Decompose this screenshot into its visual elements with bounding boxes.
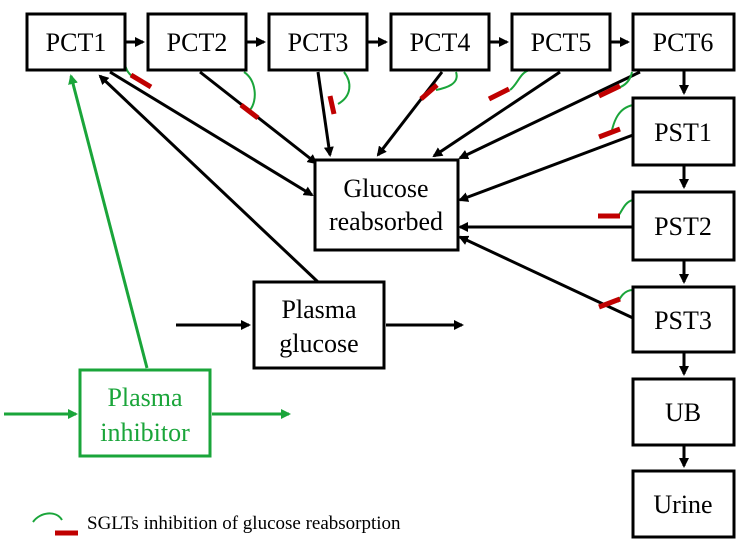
edge-pct1-reabsorbed	[109, 70, 314, 197]
node-glucose-reabsorbed-label-line2: reabsorbed	[329, 207, 443, 236]
node-glucose-reabsorbed: Glucose reabsorbed	[313, 158, 460, 252]
node-plasma-glucose-label-line1: Plasma	[281, 295, 357, 324]
node-glucose-reabsorbed-label-line1: Glucose	[343, 174, 428, 203]
edge-pct3-reabsorbed	[316, 71, 334, 157]
inhibition-marker-pct4	[419, 71, 458, 101]
node-ub: UB	[631, 377, 736, 447]
edge-pct5-reabsorbed	[432, 70, 561, 158]
node-pct6: PCT6	[631, 12, 736, 72]
node-pst2-label: PST2	[654, 212, 712, 241]
inhibition-markers	[121, 57, 634, 310]
edge-pct6-reabsorbed	[458, 70, 641, 160]
node-pct5: PCT5	[510, 12, 612, 72]
node-pct1: PCT1	[25, 12, 127, 72]
node-urine-label: Urine	[653, 490, 712, 519]
inhibition-marker-pst3	[598, 289, 634, 310]
legend-marker-icon	[32, 512, 78, 536]
node-ub-label: UB	[665, 398, 701, 427]
node-plasma-inhibitor: Plasma inhibitor	[78, 368, 212, 458]
inhibition-marker-pct3	[327, 71, 351, 115]
node-pct4: PCT4	[389, 12, 491, 72]
node-pct4-label: PCT4	[410, 28, 471, 57]
node-pct3: PCT3	[267, 12, 369, 72]
node-pst3: PST3	[631, 285, 736, 354]
edge-inhibitor-pct1	[68, 74, 149, 369]
node-pct5-label: PCT5	[531, 28, 592, 57]
node-pst1: PST1	[631, 96, 736, 167]
edge-pst1-reabsorbed	[458, 133, 634, 202]
node-plasma-glucose: Plasma glucose	[252, 280, 386, 370]
inhibition-marker-pct2	[239, 71, 260, 120]
node-urine: Urine	[631, 469, 736, 539]
node-plasma-inhibitor-label-line1: Plasma	[107, 383, 183, 412]
node-pct2: PCT2	[146, 12, 248, 72]
edge-pct4-reabsorbed	[376, 71, 444, 157]
inhibition-marker-pst2	[598, 199, 634, 219]
node-pct3-label: PCT3	[288, 28, 349, 57]
node-plasma-inhibitor-label-line2: inhibitor	[100, 418, 190, 447]
node-pst2: PST2	[631, 190, 736, 262]
node-pct2-label: PCT2	[167, 28, 228, 57]
node-plasma-glucose-label-line2: glucose	[279, 329, 358, 358]
inhibition-marker-pct6	[597, 71, 633, 99]
legend-label: SGLTs inhibition of glucose reabsorption	[87, 513, 401, 534]
node-pst3-label: PST3	[654, 306, 712, 335]
edges	[4, 37, 689, 468]
inhibition-marker-pst1	[598, 104, 634, 140]
node-pct1-label: PCT1	[46, 28, 107, 57]
legend: SGLTs inhibition of glucose reabsorption	[32, 512, 401, 536]
node-pst1-label: PST1	[654, 118, 712, 147]
node-pct6-label: PCT6	[653, 28, 714, 57]
edge-plasma-glucose-pct1	[98, 74, 320, 284]
